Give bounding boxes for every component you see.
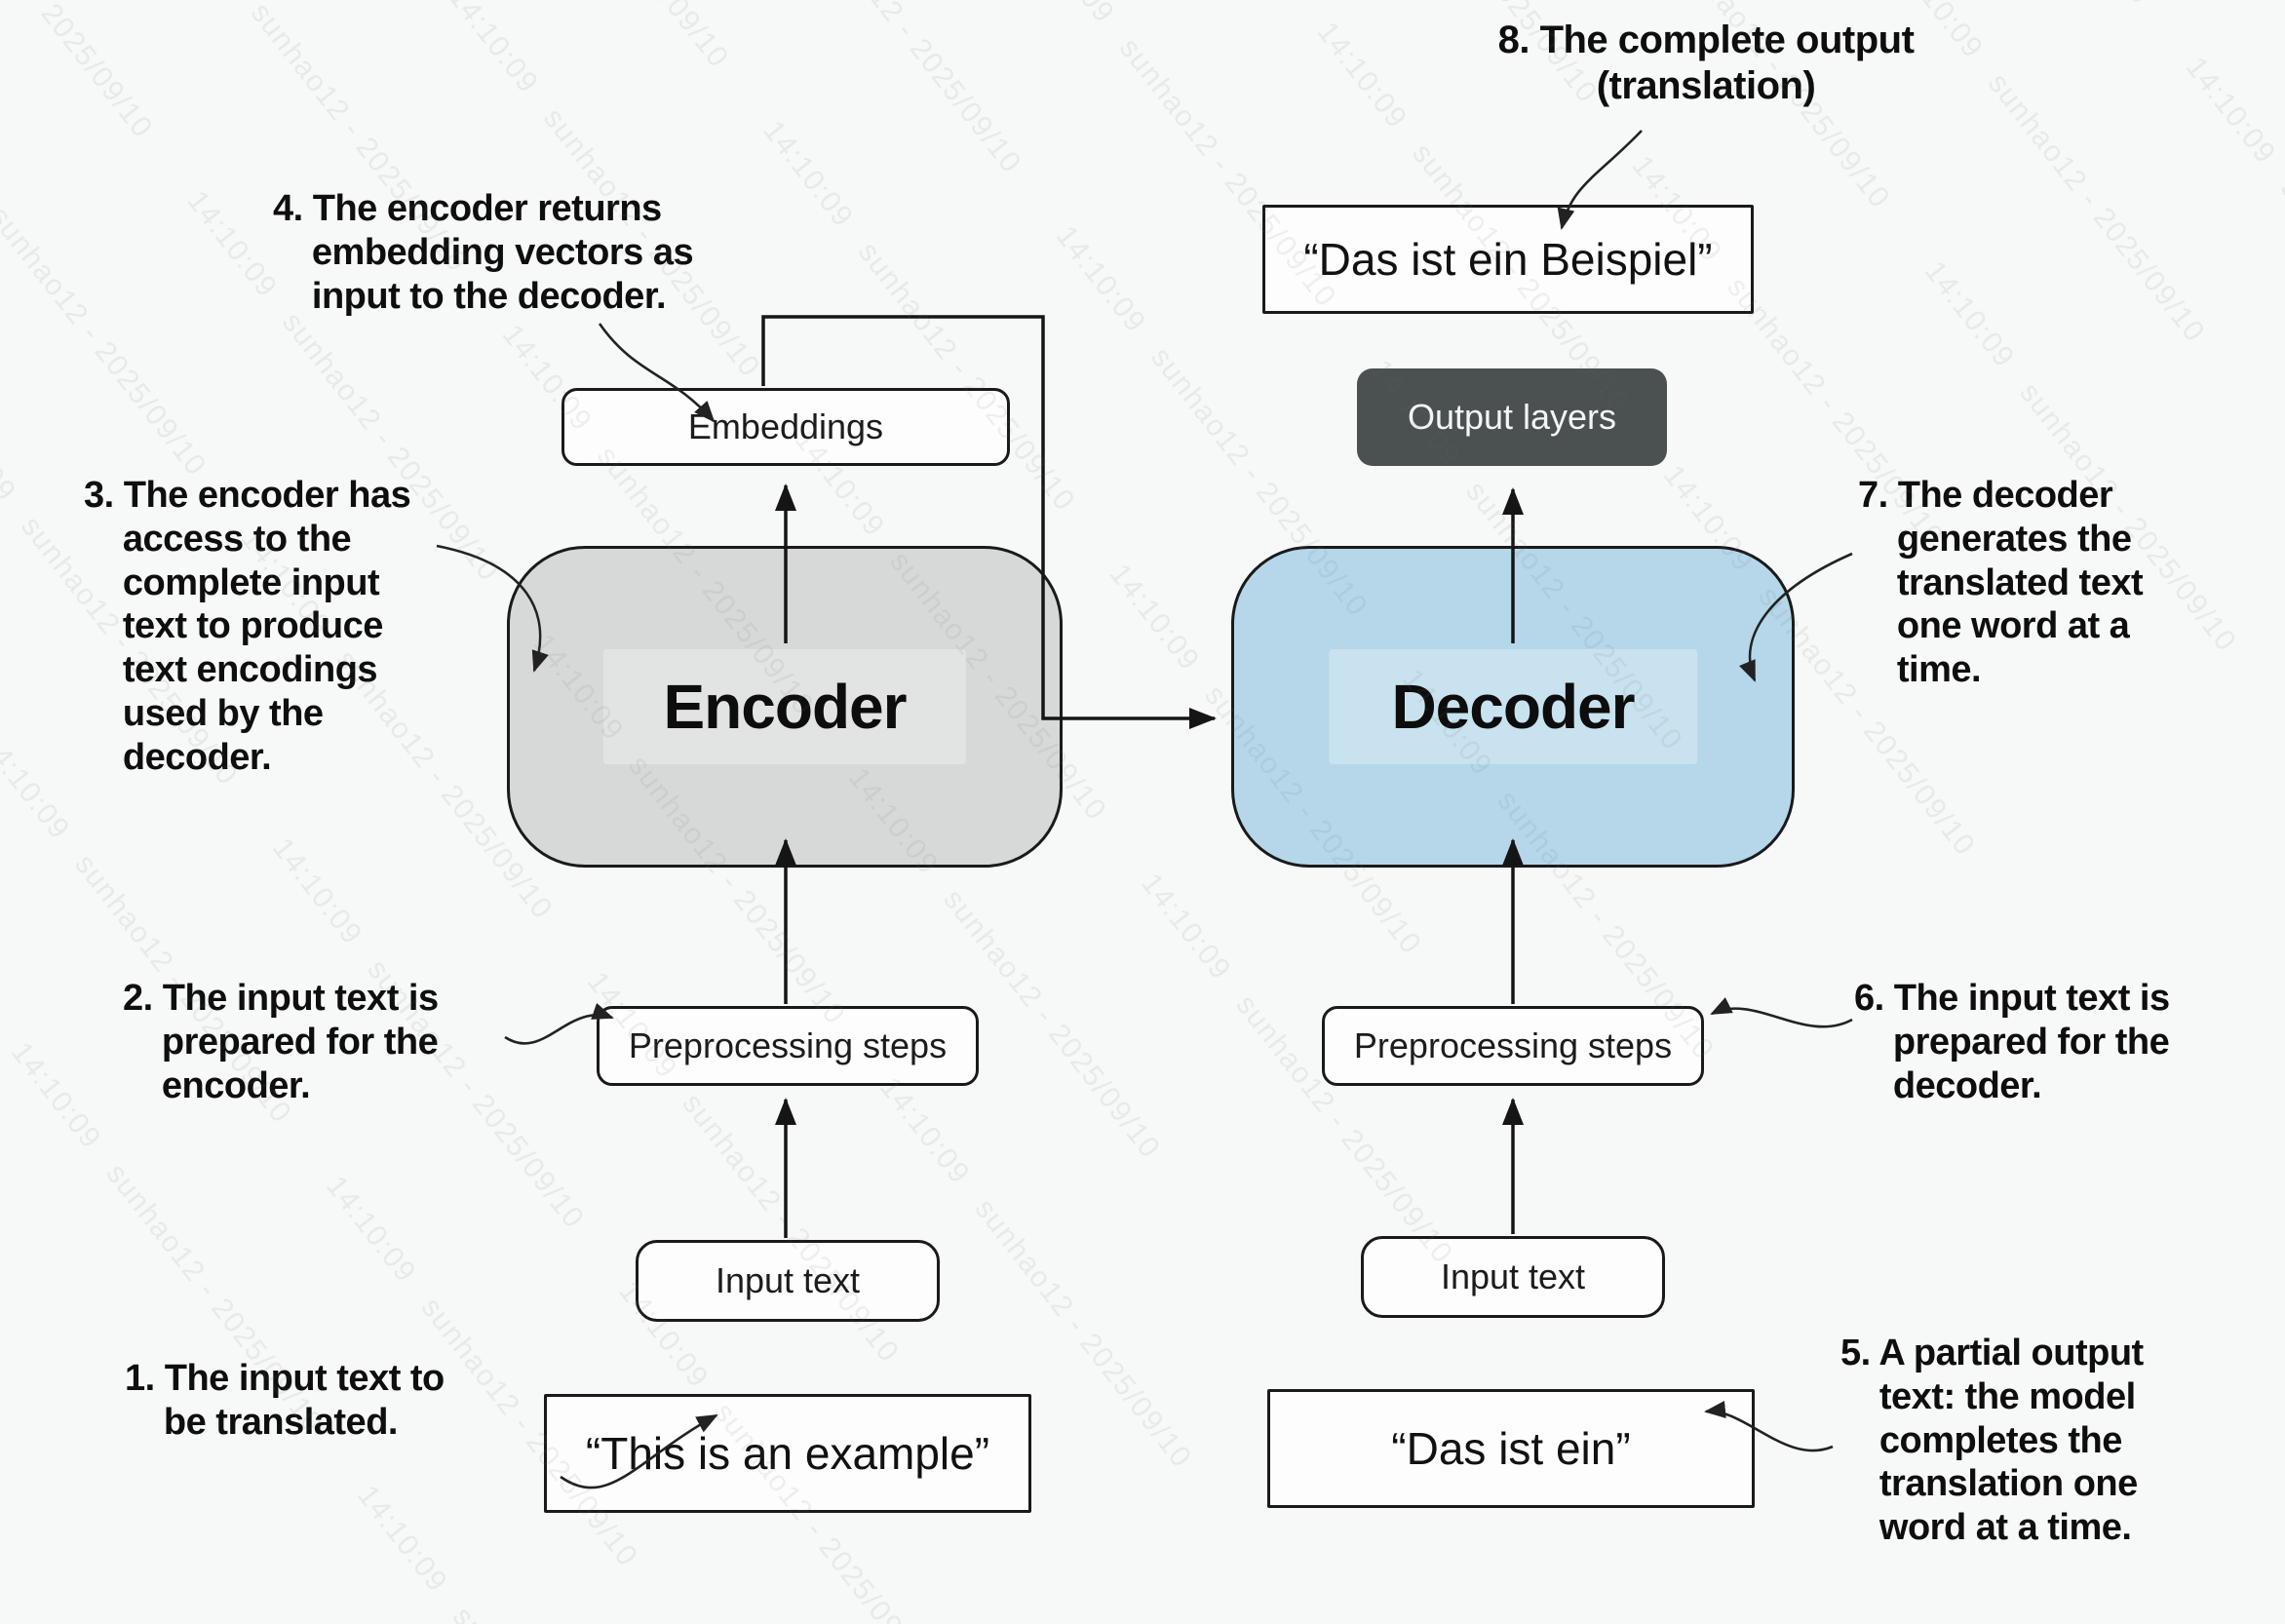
embeddings-box: Embeddings	[562, 388, 1010, 466]
output-layers-label: Output layers	[1407, 397, 1617, 437]
annotation-5: 5. A partial output text: the model comp…	[1840, 1333, 2144, 1549]
partial-output-quote-box: “Das ist ein”	[1267, 1389, 1755, 1508]
input-text-box-left: Input text	[636, 1240, 940, 1322]
decoder-label: Decoder	[1391, 672, 1635, 742]
callout-arrow-6	[1710, 997, 1853, 1028]
annotation-7: 7. The decoder generates the translated …	[1858, 475, 2144, 691]
input-text-box-right: Input text	[1361, 1236, 1665, 1318]
annotation-2: 2. The input text is prepared for the en…	[123, 978, 439, 1106]
decoder-label-band	[1329, 649, 1697, 764]
partial-output-quote-text: “Das ist ein”	[1391, 1423, 1631, 1474]
decoder-box: Decoder	[1231, 546, 1795, 868]
encoder-box: Encoder	[507, 546, 1063, 868]
preprocessing-steps-label-left: Preprocessing steps	[628, 1025, 948, 1065]
annotation-1: 1. The input text to be translated.	[125, 1358, 445, 1443]
annotation-6: 6. The input text is prepared for the de…	[1854, 978, 2170, 1106]
annotation-8: 8. The complete output (translation)	[1497, 19, 1915, 108]
preprocessing-steps-label-right: Preprocessing steps	[1353, 1025, 1673, 1065]
embeddings-label: Embeddings	[687, 406, 884, 446]
input-text-label-right: Input text	[1440, 1257, 1586, 1296]
input-text-label-left: Input text	[715, 1260, 861, 1300]
annotation-3: 3. The encoder has access to the complet…	[84, 475, 411, 778]
encoder-label: Encoder	[663, 672, 907, 742]
annotation-4: 4. The encoder returns embedding vectors…	[273, 188, 694, 317]
preprocessing-steps-box-right: Preprocessing steps	[1322, 1006, 1704, 1086]
complete-output-quote-text: “Das ist ein Beispiel”	[1303, 234, 1713, 285]
complete-output-quote-box: “Das ist ein Beispiel”	[1262, 205, 1754, 314]
preprocessing-steps-box-left: Preprocessing steps	[597, 1006, 979, 1086]
output-layers-box: Output layers	[1357, 368, 1667, 466]
